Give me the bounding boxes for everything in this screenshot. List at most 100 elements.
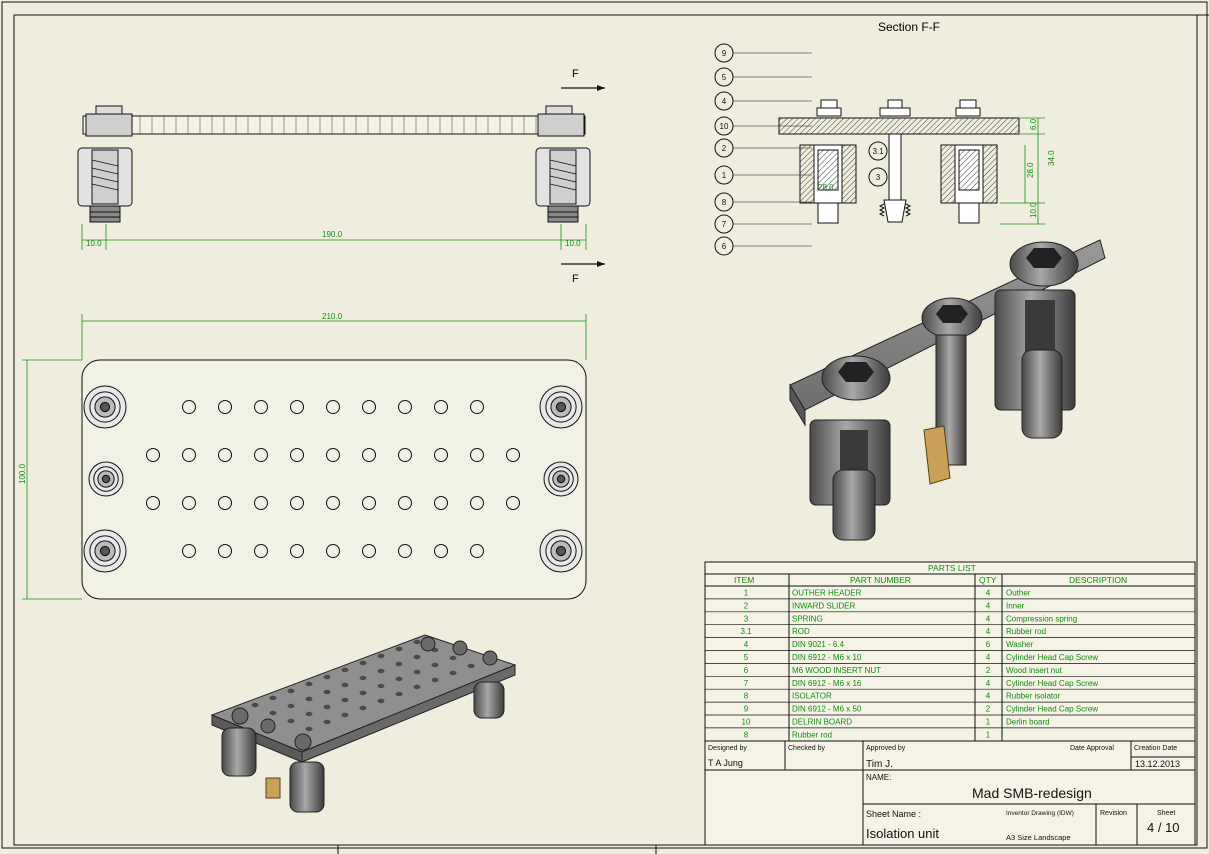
isolator-ring: [543, 461, 579, 497]
iso-hole: [431, 677, 439, 683]
iso-hole: [269, 710, 277, 716]
front-right-isolator: [535, 105, 591, 223]
parts-cell: ROD: [792, 627, 810, 636]
board-slats: [139, 116, 537, 134]
balloon: 9: [714, 43, 812, 63]
balloon-label: 3.1: [872, 147, 884, 156]
dim-plate-height: 100.0: [18, 463, 27, 484]
plate-hole: [506, 448, 520, 462]
approved-by-value: Tim J.: [866, 759, 893, 770]
iso-hole: [449, 655, 457, 661]
parts-cell: M6 WOOD INSERT NUT: [792, 666, 881, 675]
isolator-ring: [539, 529, 583, 573]
plate-hole: [182, 544, 196, 558]
balloon: 3: [868, 167, 888, 187]
dim-sec-10: 10.0: [1029, 202, 1038, 218]
paper-size: A3 Size Landscape: [1006, 833, 1071, 842]
parts-header-description: DESCRIPTION: [1069, 575, 1127, 585]
plate-holes: [146, 400, 520, 558]
parts-cell: OUTHER HEADER: [792, 589, 862, 598]
parts-cell: DIN 9021 - 6.4: [792, 640, 845, 649]
inner-border: [13, 14, 1198, 846]
plate-hole: [362, 448, 376, 462]
plate-hole: [398, 544, 412, 558]
plate-hole: [254, 448, 268, 462]
plate-hole: [218, 400, 232, 414]
dim-top-left: 10.0: [86, 239, 102, 248]
plate-hole: [398, 400, 412, 414]
parts-cell: Cylinder Head Cap Screw: [1006, 679, 1098, 688]
iso-hole: [413, 669, 421, 675]
dim-top-right: 10.0: [565, 239, 581, 248]
plate-hole: [290, 400, 304, 414]
parts-cell: 4: [986, 692, 991, 701]
balloon-label: 4: [722, 97, 727, 106]
plate-hole: [254, 544, 268, 558]
isometric-cutaway-view: [789, 239, 1106, 541]
doc-type: Inventor Drawing (IDW): [1006, 810, 1074, 817]
plate-hole: [146, 496, 160, 510]
iso-hole: [341, 667, 349, 673]
dim-sec-28: 28.0: [1026, 162, 1035, 178]
plate-hole: [326, 448, 340, 462]
parts-cell: 4: [986, 614, 991, 623]
plate-hole: [362, 400, 376, 414]
balloon: 10: [714, 116, 812, 136]
name-label: NAME:: [866, 773, 891, 782]
cut-label-top: F: [572, 68, 579, 80]
plate-hole: [254, 496, 268, 510]
plate-hole: [146, 448, 160, 462]
parts-cell: 1: [744, 589, 749, 598]
parts-cell: Derlin board: [1006, 718, 1050, 727]
iso-hole: [377, 668, 385, 674]
iso-hole: [413, 654, 421, 660]
balloon: 6: [714, 236, 812, 256]
balloon-label: 2: [722, 144, 727, 153]
parts-cell: 5: [744, 653, 749, 662]
parts-list-title: PARTS LIST: [928, 563, 976, 573]
iso-hole: [269, 695, 277, 701]
iso-hole: [377, 683, 385, 689]
iso-hole: [395, 691, 403, 697]
iso-hole: [341, 697, 349, 703]
iso-hole: [377, 698, 385, 704]
iso-hole: [359, 705, 367, 711]
parts-cell: 1: [986, 718, 991, 727]
balloon-label: 1: [722, 171, 727, 180]
iso-hole: [359, 690, 367, 696]
plate-hole: [398, 496, 412, 510]
isolator-ring: [83, 385, 127, 429]
iso-hole: [431, 662, 439, 668]
front-view: 10.0 190.0 10.0 F F: [77, 68, 605, 285]
parts-cell: 8: [744, 692, 749, 701]
plate-hole: [326, 544, 340, 558]
dim-top-span: 190.0: [322, 230, 343, 239]
iso-hole: [305, 696, 313, 702]
iso-hole: [287, 688, 295, 694]
sheet-name-label: Sheet Name :: [866, 809, 921, 819]
iso-hole: [305, 711, 313, 717]
isometric-assembly-view: [210, 634, 517, 813]
parts-cell: DIN 6912 - M6 x 50: [792, 705, 862, 714]
designed-by-label: Designed by: [708, 745, 747, 752]
iso-hole: [395, 676, 403, 682]
date-approval-label: Date Approval: [1070, 745, 1114, 752]
parts-cell: 2: [986, 666, 991, 675]
parts-cell: Inner: [1006, 601, 1025, 610]
plate-hole: [290, 544, 304, 558]
parts-cell: 4: [986, 653, 991, 662]
plate-hole: [470, 400, 484, 414]
parts-cell: Wood insert nut: [1006, 666, 1063, 675]
parts-cell: Rubber isolator: [1006, 692, 1061, 701]
iso-hole: [323, 704, 331, 710]
balloon: 1: [714, 165, 812, 185]
plate-hole: [434, 448, 448, 462]
sheet-number: 4 / 10: [1147, 820, 1180, 835]
parts-cell: Cylinder Head Cap Screw: [1006, 705, 1098, 714]
